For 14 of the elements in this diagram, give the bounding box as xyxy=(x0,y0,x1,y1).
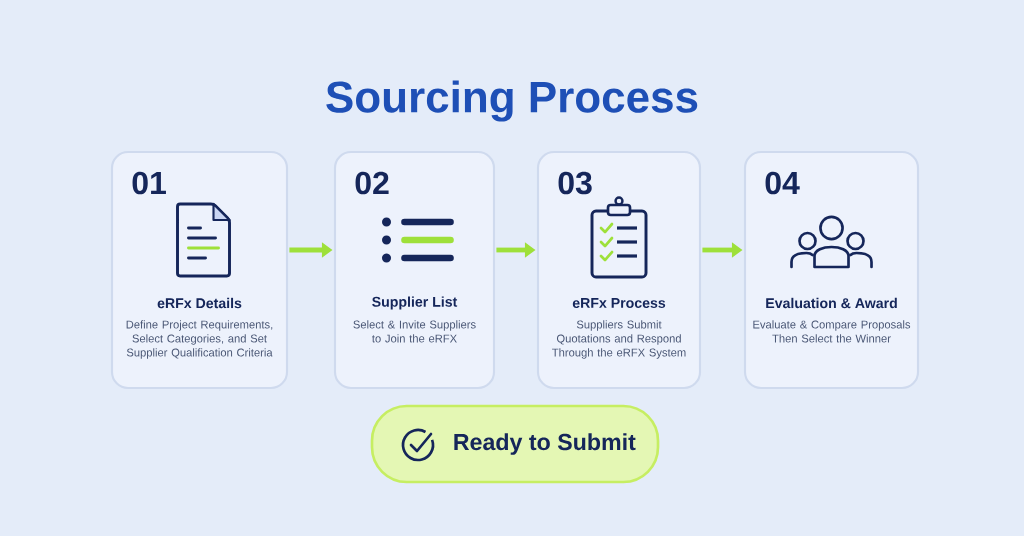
step-description: Define Project Requirements, Select Categories, and Set Supplier Qualification Criteria xyxy=(126,320,273,359)
title: Sourcing Process xyxy=(326,80,698,122)
step-title: Supplier List xyxy=(372,296,458,310)
step-number: 02 xyxy=(355,171,389,195)
step-description: Suppliers Submit Quotations and Respond Through the eRFX System xyxy=(552,320,686,359)
step-number: 03 xyxy=(558,171,592,195)
step-number: 01 xyxy=(132,171,166,195)
step-title: Evaluation & Award xyxy=(766,297,897,309)
step-description: Evaluate & Compare Proposals Then Select the Winner xyxy=(753,320,911,343)
step-title: eRFx Process xyxy=(572,298,666,308)
step-description: Select & Invite Suppliers to Join the eRFX xyxy=(353,320,476,343)
submit-button: Ready to Submit xyxy=(370,404,660,484)
step-number: 04 xyxy=(765,171,800,195)
step-title: eRFx Details xyxy=(157,297,242,309)
